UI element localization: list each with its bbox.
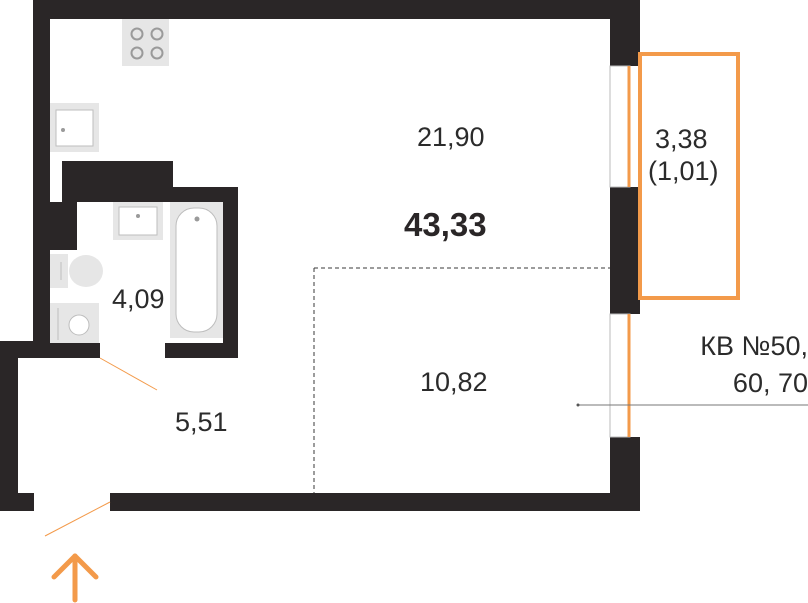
apartment-floors-label: 60, 70 xyxy=(732,368,808,398)
window-lower xyxy=(609,313,631,438)
apartment-number-label: КВ №50, xyxy=(700,331,808,361)
walls xyxy=(0,0,640,511)
balcony-area-label: 3,38 xyxy=(655,124,708,154)
sleeping-area-label: 10,82 xyxy=(420,367,488,397)
zone-divider xyxy=(313,267,610,493)
bathroom-sink-icon xyxy=(113,202,163,240)
living-area-label: 21,90 xyxy=(417,122,485,152)
apartment-pointer-dot xyxy=(576,403,580,407)
hallway-area-label: 5,51 xyxy=(175,407,228,437)
wall-entry-vertical xyxy=(0,341,18,511)
bathroom-wall-top-right xyxy=(62,187,238,202)
windows xyxy=(609,65,631,438)
kitchen-partition xyxy=(50,202,77,250)
stove-icon xyxy=(122,19,169,66)
total-area-label: 43,33 xyxy=(404,206,487,243)
balcony-outline xyxy=(638,52,740,300)
wall-left xyxy=(33,0,50,358)
wall-entry-bottom xyxy=(0,493,34,511)
wall-top xyxy=(33,0,640,19)
window-upper xyxy=(609,65,631,188)
entrance-arrow-icon xyxy=(51,553,99,603)
toilet-icon xyxy=(50,254,103,288)
wall-right-middle xyxy=(610,187,640,314)
bathroom-wall-top xyxy=(62,161,173,191)
bathroom-wall-bottom-right xyxy=(165,343,238,358)
washing-machine-icon xyxy=(50,303,99,343)
bathroom-door-swing xyxy=(99,357,158,391)
bathroom-wall-bottom-left xyxy=(33,343,100,358)
bathtub-icon xyxy=(170,202,223,338)
wall-right-upper xyxy=(610,0,640,66)
sink-icon xyxy=(50,103,99,152)
balcony-reduced-area-label: (1,01) xyxy=(648,156,719,186)
wall-bottom xyxy=(110,493,640,511)
wall-bottom-stub xyxy=(110,493,127,511)
bathroom-wall-right xyxy=(223,187,238,358)
entry-door-swing xyxy=(44,501,111,537)
bathroom-area-label: 4,09 xyxy=(112,284,165,314)
